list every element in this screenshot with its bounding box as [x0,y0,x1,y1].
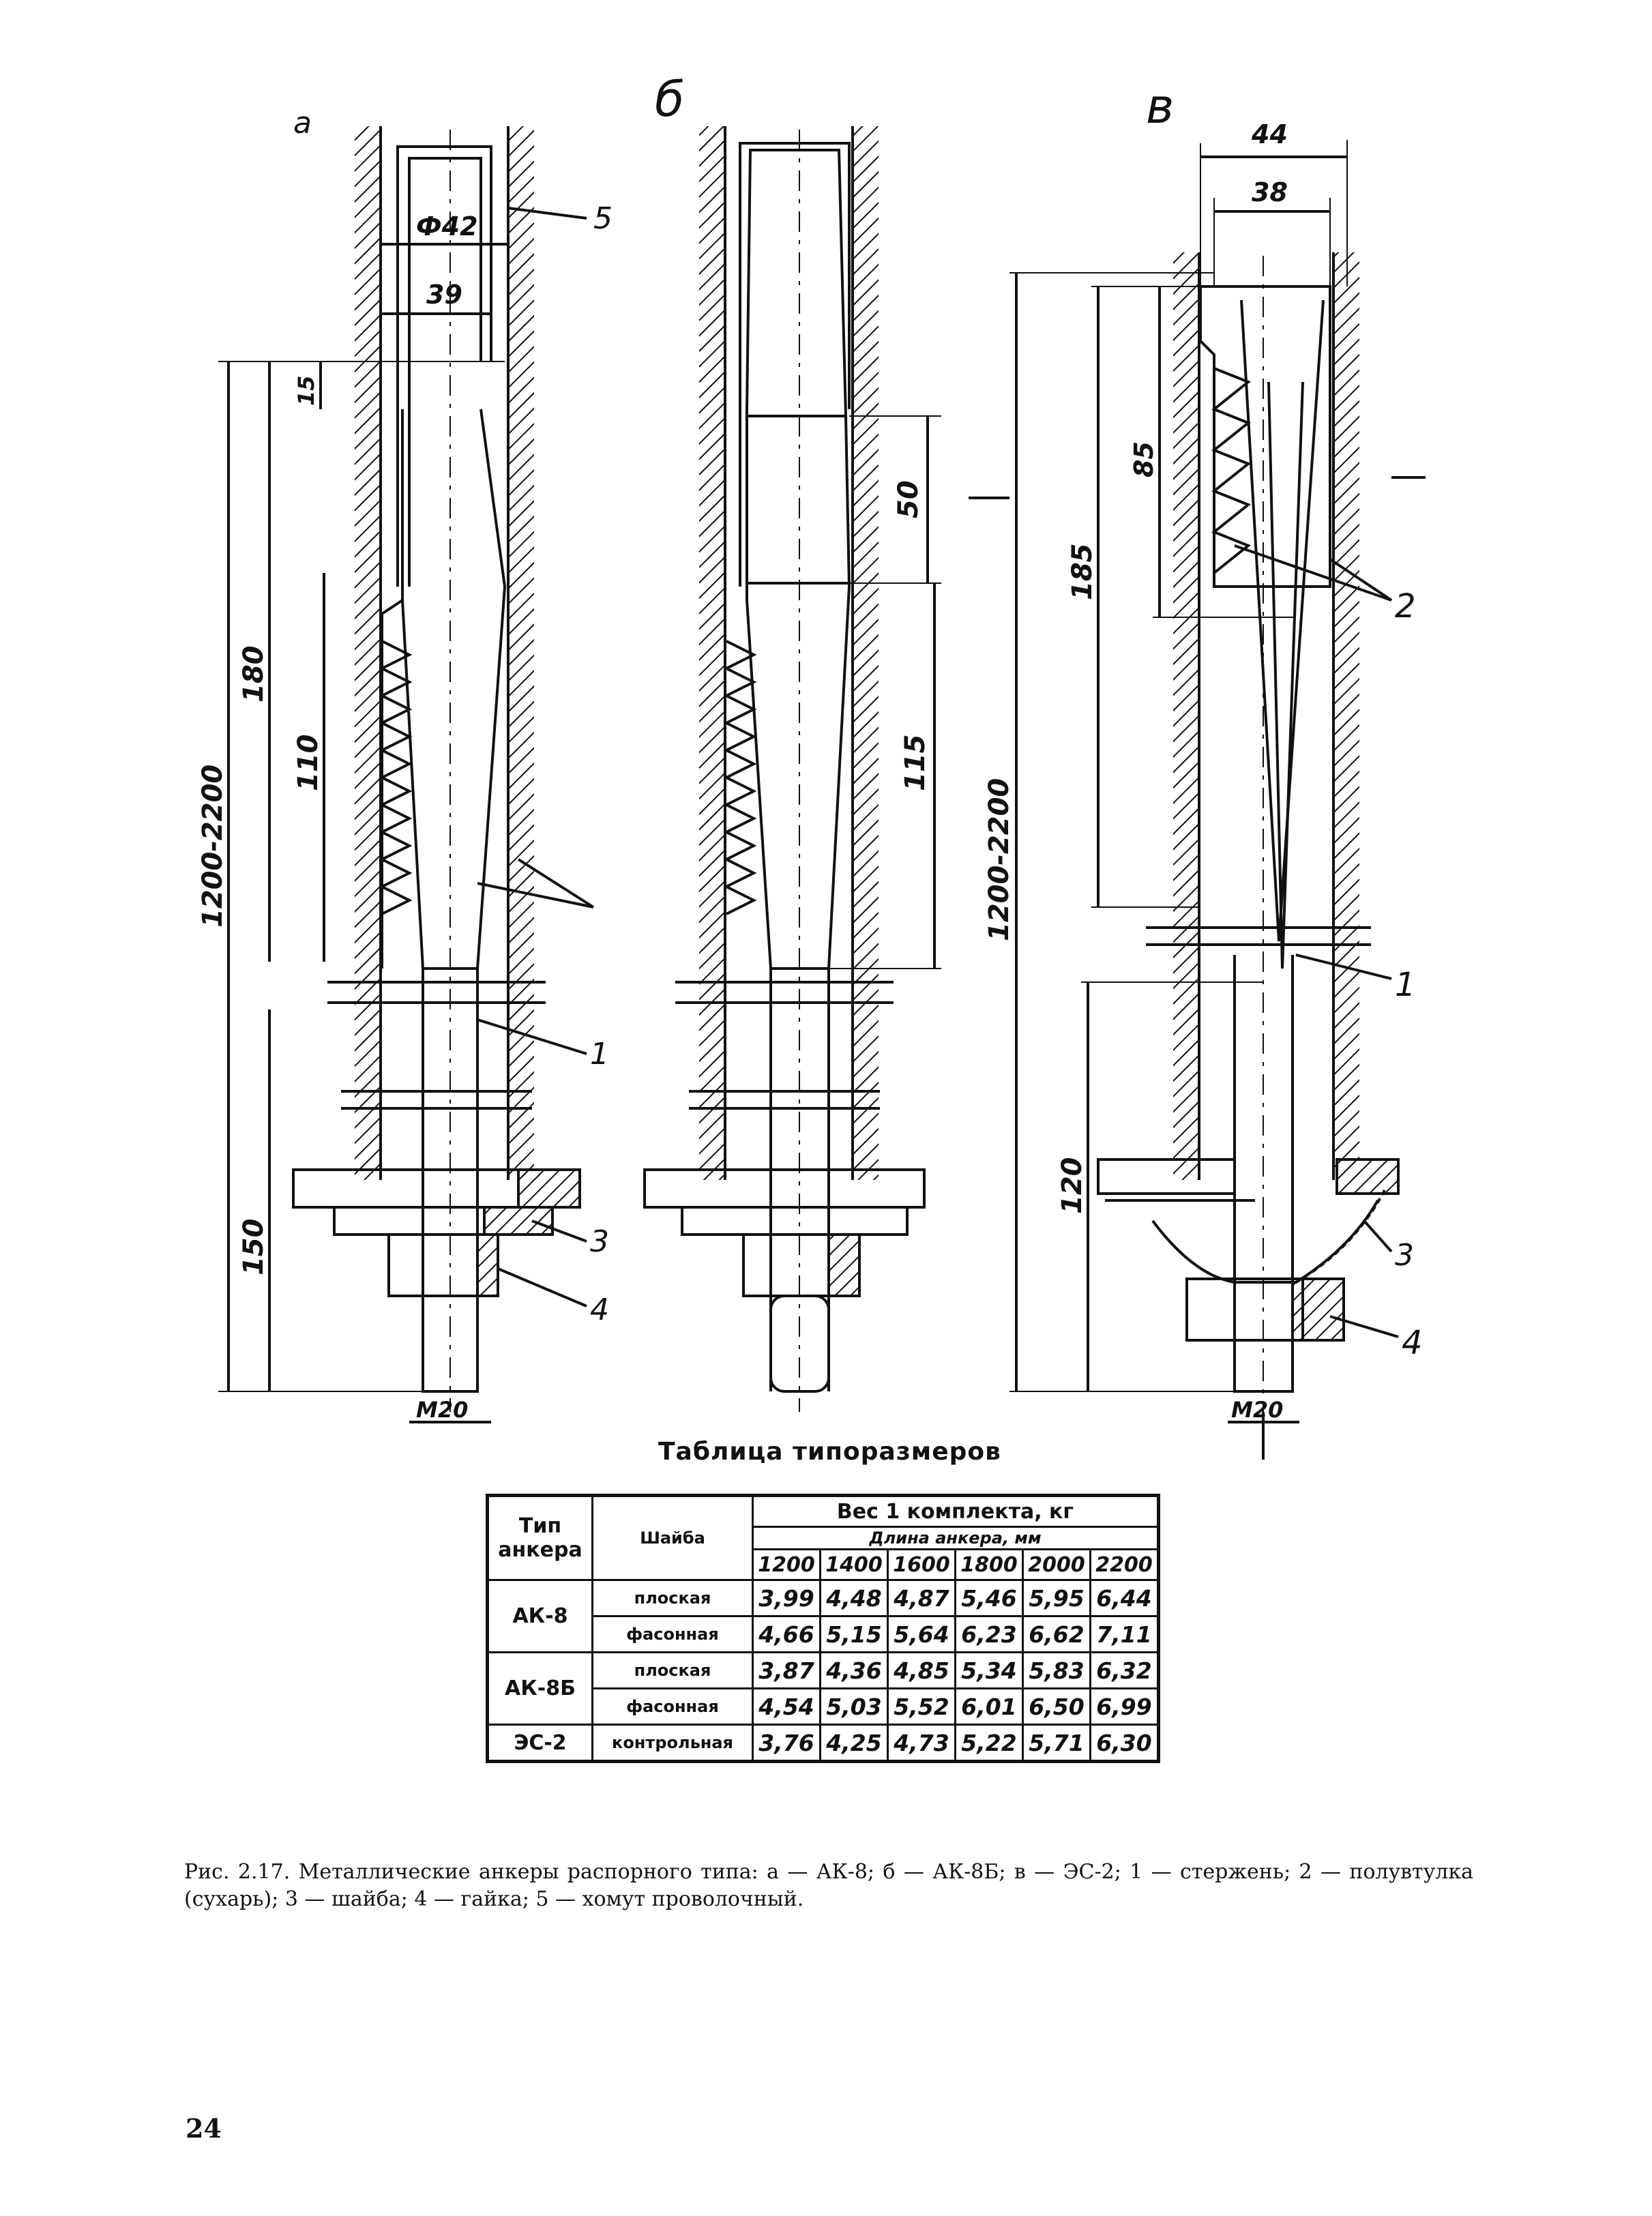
weight-cell: 3,99 [752,1579,821,1617]
dim-c-1200-2200: 1200-2200 [984,778,1015,941]
dim-a-180: 180 [238,646,269,703]
panel-a [218,126,595,1423]
header-weight: Вес 1 комплекта, кг [752,1494,1160,1528]
length-cell: 2200 [1089,1548,1160,1581]
technical-drawing: а Ф42 39 15 180 110 1200-2200 150 М20 5 … [197,72,1426,1460]
table-row: фасонная 4,54 5,03 5,52 6,01 6,50 6,99 [488,1687,1160,1726]
callout-3-a: 3 [590,1224,609,1259]
weight-cell: 5,83 [1022,1651,1091,1689]
weight-cell: 6,30 [1089,1724,1160,1762]
washer-cell: контрольная [591,1724,754,1762]
dim-c-120: 120 [1057,1157,1088,1215]
panel-label-b: б [655,72,684,128]
panel-b [643,126,941,1412]
panel-label-c: в [1146,78,1174,134]
weight-cell: 5,03 [819,1687,889,1726]
dim-c-m20: М20 [1231,1397,1283,1423]
weight-cell: 5,22 [954,1724,1024,1762]
callout-1-a: 1 [590,1037,609,1072]
panel-label-a: а [293,106,312,141]
table-row: АК-8Б плоская 3,87 4,36 4,85 5,34 5,83 6… [486,1651,1160,1726]
weight-cell: 4,48 [819,1579,889,1617]
panel-c-labels: в 44 38 85 185 1200-2200 120 М20 2 1 3 4 [984,78,1423,1423]
dim-b-115: 115 [900,735,931,792]
length-cell: 1200 [752,1548,821,1581]
panel-a-labels: а Ф42 39 15 180 110 1200-2200 150 М20 5 … [197,106,613,1423]
panel-b-labels: б 50 115 [655,72,931,791]
dim-a-phi42: Ф42 [416,211,478,241]
weight-cell: 4,25 [819,1724,889,1762]
weight-cell: 5,71 [1022,1724,1091,1762]
dim-a-1200-2200: 1200-2200 [197,765,228,928]
weight-cell: 4,85 [887,1651,956,1689]
weight-cell: 5,15 [819,1615,889,1653]
table-row: ЭС-2 контрольная 3,76 4,25 4,73 5,22 5,7… [486,1724,1160,1762]
length-cell: 1600 [887,1548,956,1581]
length-cell: 2000 [1022,1548,1091,1581]
weight-cell: 5,46 [954,1579,1024,1617]
dim-b-50: 50 [893,480,924,518]
dim-c-44: 44 [1251,119,1288,149]
weight-cell: 5,52 [887,1687,956,1726]
callout-1-c: 1 [1395,966,1416,1004]
table-row: фасонная 4,66 5,15 5,64 6,23 6,62 7,11 [488,1615,1160,1653]
type-cell: АК-8 [486,1579,593,1653]
weight-cell: 6,99 [1089,1687,1160,1726]
weight-cell: 6,44 [1089,1579,1160,1617]
washer-cell: фасонная [591,1615,754,1653]
washer-cell: фасонная [591,1687,754,1726]
page-number: 24 [186,2113,222,2144]
table-title: Таблица типоразмеров [658,1438,1001,1466]
weight-cell: 4,36 [819,1651,889,1689]
figure-caption: Рис. 2.17. Металлические анкеры распорно… [184,1860,1473,1911]
weight-cell: 5,64 [887,1615,956,1653]
weight-cell: 3,76 [752,1724,821,1762]
dim-a-m20: М20 [416,1397,468,1423]
weight-cell: 4,66 [752,1615,821,1653]
weight-cell: 6,50 [1022,1687,1091,1726]
dim-a-110: 110 [293,735,324,792]
weight-cell: 4,73 [887,1724,956,1762]
callout-5: 5 [593,201,613,236]
header-washer: Шайба [591,1494,754,1581]
weight-cell: 7,11 [1089,1615,1160,1653]
weight-cell: 6,23 [954,1615,1024,1653]
weight-cell: 4,54 [752,1687,821,1726]
dim-a-150: 150 [238,1219,269,1276]
type-cell: АК-8Б [486,1651,593,1726]
dim-c-85: 85 [1129,441,1159,477]
dim-c-38: 38 [1252,177,1288,207]
callout-4-a: 4 [590,1292,609,1327]
table-row: АК-8 плоская 3,99 4,48 4,87 5,46 5,95 6,… [486,1579,1160,1653]
weight-cell: 3,87 [752,1651,821,1689]
weight-cell: 6,01 [954,1687,1024,1726]
weight-cell: 4,87 [887,1579,956,1617]
callout-3-c: 3 [1395,1238,1414,1273]
header-length: Длина анкера, мм [752,1526,1160,1550]
weight-cell: 5,95 [1022,1579,1091,1617]
dim-a-39: 39 [426,280,462,310]
size-table: Тип анкера Шайба Вес 1 комплекта, кг Дли… [486,1494,1160,1763]
washer-cell: плоская [591,1579,754,1617]
weight-cell: 5,34 [954,1651,1024,1689]
panel-c [969,140,1426,1460]
header-type: Тип анкера [486,1494,593,1581]
weight-cell: 6,32 [1089,1651,1160,1689]
callout-4-c: 4 [1402,1324,1423,1362]
length-cell: 1400 [819,1548,889,1581]
washer-cell: плоская [591,1651,754,1689]
callout-2: 2 [1395,587,1416,625]
dim-a-15: 15 [293,375,319,406]
type-cell: ЭС-2 [486,1724,593,1762]
dim-c-185: 185 [1067,544,1098,601]
length-cell: 1800 [954,1548,1024,1581]
weight-cell: 6,62 [1022,1615,1091,1653]
